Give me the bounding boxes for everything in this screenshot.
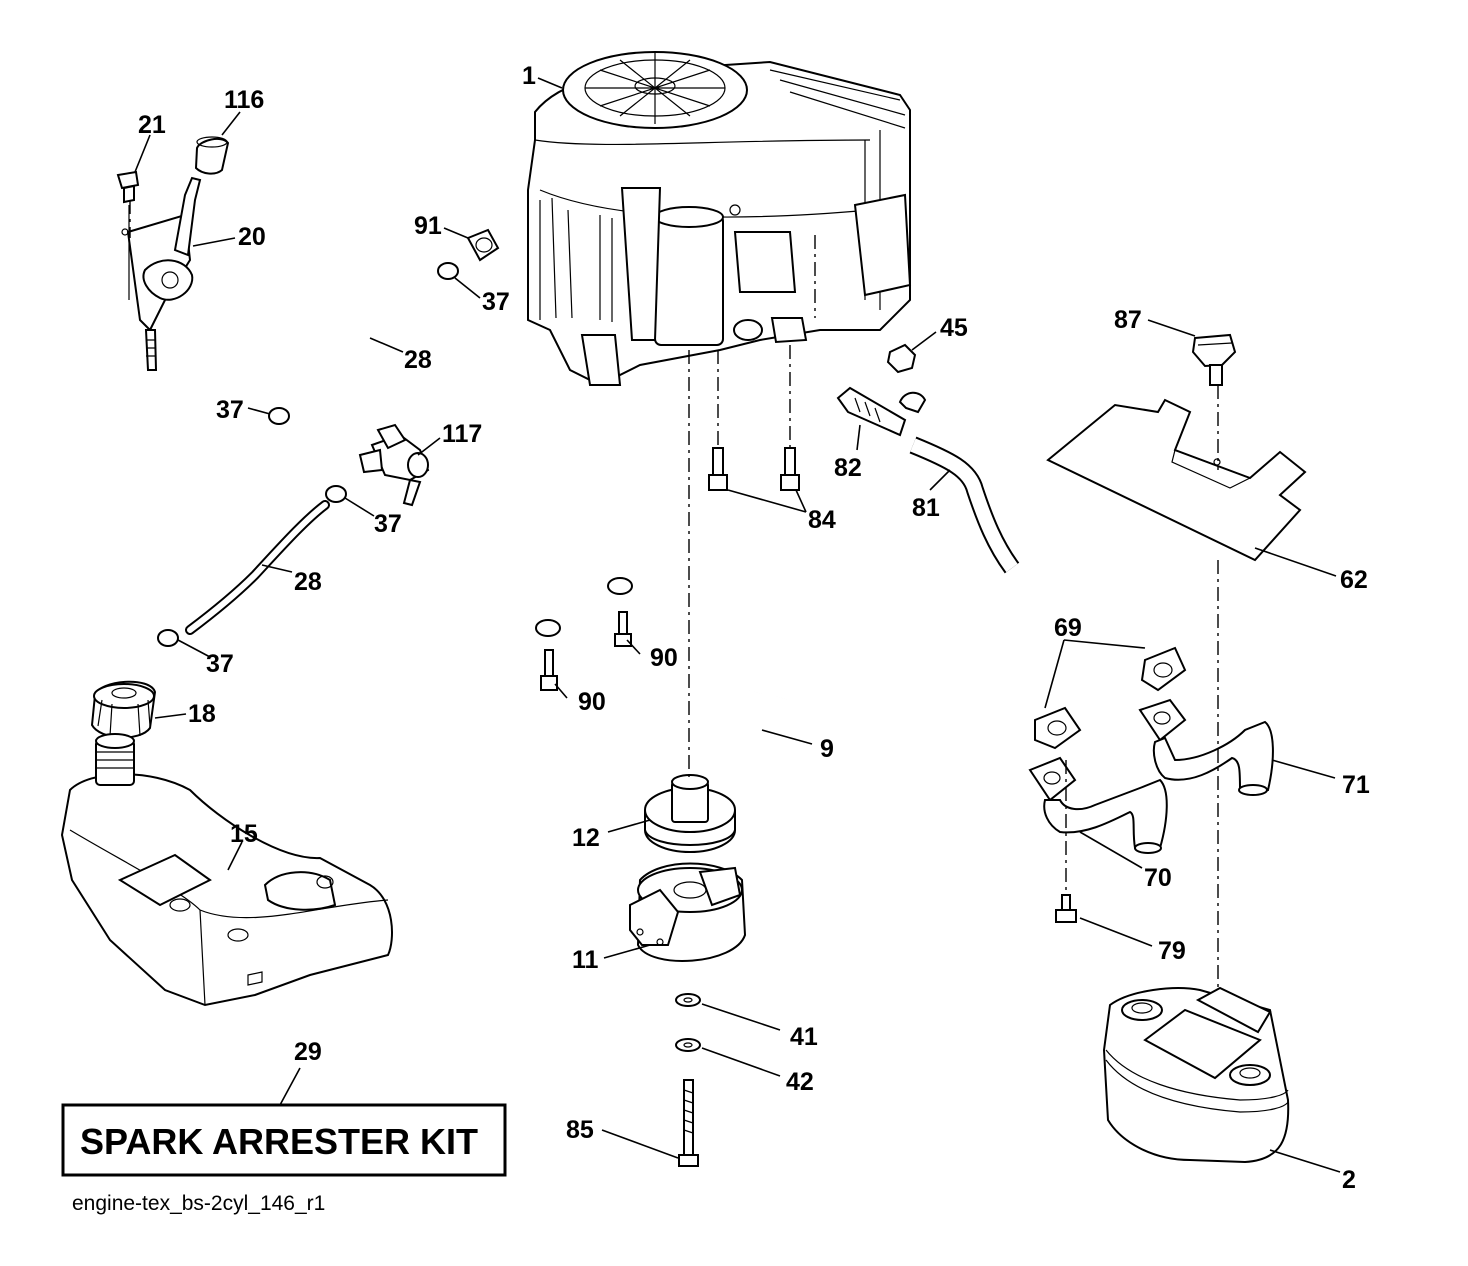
callout-15: 15 bbox=[230, 820, 258, 848]
bolts-84 bbox=[708, 447, 800, 491]
callout-37: 37 bbox=[374, 510, 402, 538]
callout-21: 21 bbox=[138, 111, 166, 139]
callout-70: 70 bbox=[1144, 864, 1172, 892]
bolt-79 bbox=[1055, 894, 1077, 923]
engine-assembly bbox=[527, 51, 912, 387]
drawing-code: engine-tex_bs-2cyl_146_r1 bbox=[72, 1192, 325, 1215]
callout-28: 28 bbox=[294, 568, 322, 596]
washer-42 bbox=[675, 1038, 701, 1052]
callout-1: 1 bbox=[522, 62, 536, 90]
callout-71: 71 bbox=[1342, 771, 1370, 799]
bracket-9 bbox=[535, 577, 788, 810]
fuel-line-upper bbox=[268, 228, 500, 425]
exhaust-pipe-70 bbox=[1028, 756, 1168, 854]
fuel-shutoff-valve bbox=[358, 423, 430, 507]
callout-41: 41 bbox=[790, 1023, 818, 1051]
callout-90: 90 bbox=[650, 644, 678, 672]
callout-62: 62 bbox=[1340, 566, 1368, 594]
electric-clutch bbox=[629, 862, 747, 962]
callout-42: 42 bbox=[786, 1068, 814, 1096]
pulley bbox=[644, 774, 736, 853]
callout-9: 9 bbox=[820, 735, 834, 763]
callout-87: 87 bbox=[1114, 306, 1142, 334]
center-lines bbox=[129, 200, 1219, 990]
callout-20: 20 bbox=[238, 223, 266, 251]
callout-69: 69 bbox=[1054, 614, 1082, 642]
callout-12: 12 bbox=[572, 824, 600, 852]
spark-arrester-kit-label: SPARK ARRESTER KIT bbox=[80, 1121, 478, 1162]
exhaust-pipe-71 bbox=[1138, 698, 1274, 796]
callout-labels: 1 116 21 20 91 37 28 37 117 37 28 37 18 … bbox=[138, 62, 1370, 1194]
callout-81: 81 bbox=[912, 494, 940, 522]
nut-45 bbox=[886, 343, 917, 374]
callout-28: 28 bbox=[404, 346, 432, 374]
callout-79: 79 bbox=[1158, 937, 1186, 965]
leader-lines bbox=[134, 77, 1341, 1173]
callout-91: 91 bbox=[414, 212, 442, 240]
bolts-90 bbox=[540, 611, 632, 691]
callout-82: 82 bbox=[834, 454, 862, 482]
callout-117: 117 bbox=[442, 420, 482, 448]
muffler bbox=[1102, 986, 1290, 1164]
callout-90: 90 bbox=[578, 688, 606, 716]
callout-37: 37 bbox=[216, 396, 244, 424]
callout-29: 29 bbox=[294, 1038, 322, 1066]
gaskets-69 bbox=[1034, 646, 1187, 750]
washer-41 bbox=[675, 993, 701, 1007]
callout-85: 85 bbox=[566, 1116, 594, 1144]
fuel-line-lower bbox=[157, 485, 347, 647]
callout-11: 11 bbox=[572, 946, 599, 974]
throttle-control-assembly bbox=[116, 136, 230, 371]
fuel-cap bbox=[90, 680, 157, 739]
heat-shield bbox=[1046, 398, 1307, 562]
callout-2: 2 bbox=[1342, 1166, 1356, 1194]
callout-116: 116 bbox=[224, 86, 264, 114]
fuel-fitting bbox=[836, 386, 927, 437]
callout-45: 45 bbox=[940, 314, 968, 342]
callout-84: 84 bbox=[808, 506, 836, 534]
spark-arrester-kit-box bbox=[61, 1103, 507, 1177]
callout-37: 37 bbox=[482, 288, 510, 316]
callout-37: 37 bbox=[206, 650, 234, 678]
callout-18: 18 bbox=[188, 700, 216, 728]
fuel-hose-81 bbox=[909, 436, 1020, 574]
bolt-85 bbox=[678, 1079, 699, 1167]
fuel-tank bbox=[60, 733, 393, 1007]
bolt-87 bbox=[1191, 333, 1237, 386]
